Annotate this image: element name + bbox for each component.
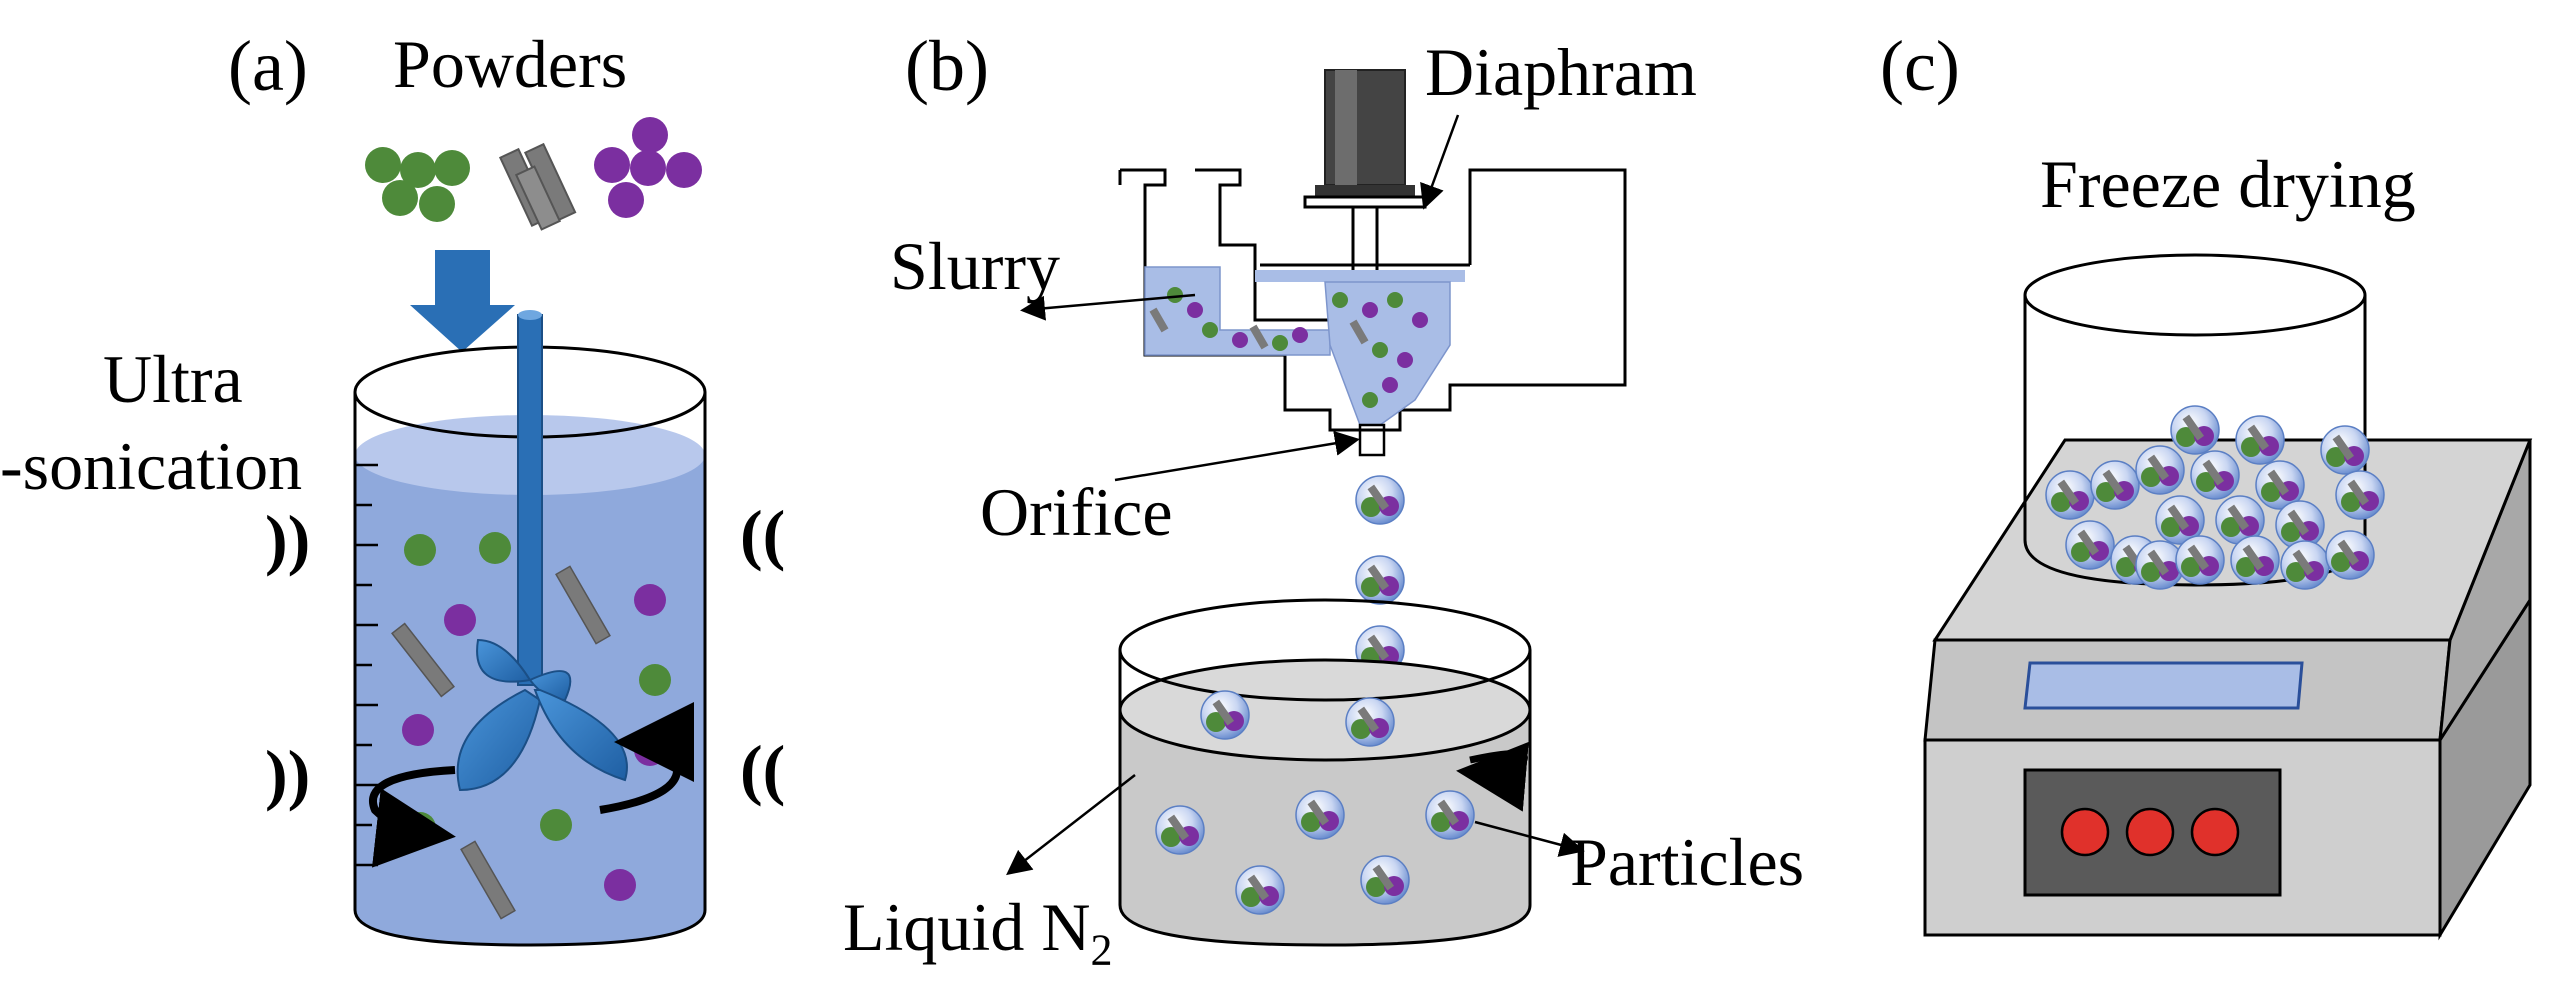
beaker-particles — [391, 532, 671, 920]
falling-particles — [1355, 475, 1405, 675]
panel-b-label: (b) — [905, 26, 989, 106]
rotation-arrow-right — [599, 702, 695, 814]
dryer-button-2 — [2125, 807, 2175, 857]
wave-right-top: (( — [740, 496, 786, 572]
particles-label: Particles — [1570, 824, 1805, 900]
wave-left-bottom: )) — [265, 736, 311, 812]
panel-a-graphics — [353, 117, 707, 947]
slurry-label: Slurry — [890, 228, 1060, 304]
green-powder-cluster — [365, 147, 470, 222]
liquid-leader — [1006, 774, 1136, 876]
dryer-button-1 — [2060, 807, 2110, 857]
dryer-display — [2023, 661, 2304, 710]
diaphram-label: Diaphram — [1425, 34, 1697, 110]
orifice-leader — [1114, 430, 1360, 482]
powders-label: Powders — [393, 26, 628, 102]
particles-leader — [1474, 820, 1585, 857]
rod-powder-cluster — [498, 142, 577, 231]
panel-c-label: (c) — [1880, 26, 1960, 106]
liquid-nitrogen-bath — [1118, 598, 1532, 947]
panel-b-graphics — [1006, 69, 1627, 947]
liquid-n2-label: Liquid N2 — [843, 893, 1112, 973]
orifice-label: Orifice — [980, 474, 1173, 550]
slurry-leader — [1020, 293, 1196, 321]
beaker-graduation-ticks — [355, 463, 378, 867]
powder-feed-arrow — [410, 250, 515, 352]
liquid-n2-text: Liquid N — [843, 889, 1091, 965]
panel-c-graphics — [1923, 253, 2533, 941]
slurry-particles — [1149, 287, 1428, 408]
diaphram-leader — [1420, 114, 1460, 210]
liquid-n2-subscript: 2 — [1090, 925, 1113, 975]
panel-a-label: (a) — [228, 26, 308, 106]
stirrer — [456, 310, 628, 792]
ultra-label: Ultra — [103, 341, 243, 417]
sonication-label: -sonication — [0, 428, 303, 504]
rotation-arrow-left — [369, 766, 456, 868]
nozzle-housing — [1118, 168, 1627, 432]
wave-left-top: )) — [265, 501, 311, 577]
wave-right-bottom: (( — [740, 731, 786, 807]
bath-rotation-arrow — [1456, 741, 1529, 812]
freeze-drying-label: Freeze drying — [2040, 146, 2416, 222]
purple-powder-cluster — [594, 117, 702, 218]
dryer-button-3 — [2190, 807, 2240, 857]
